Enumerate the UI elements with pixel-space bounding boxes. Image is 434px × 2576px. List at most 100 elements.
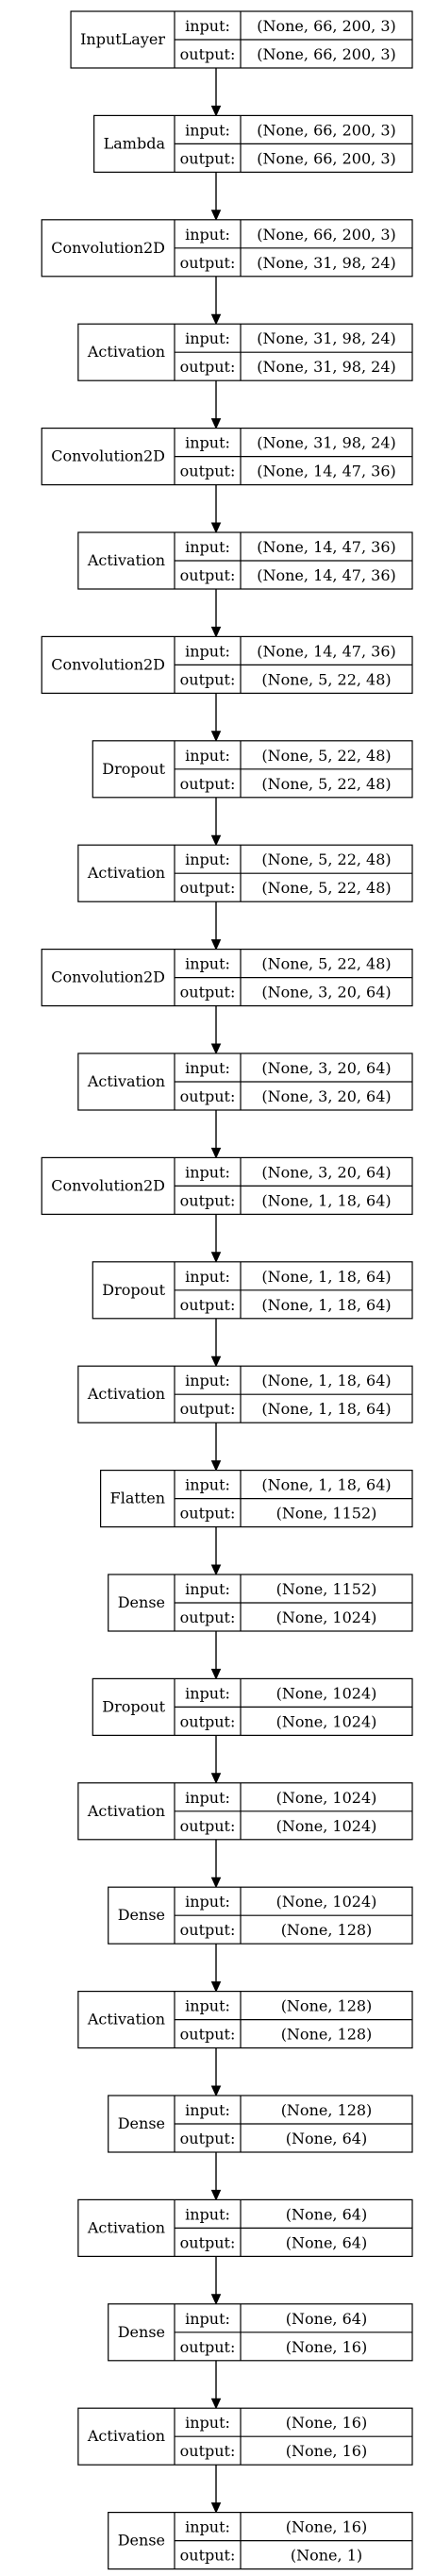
input-shape: (None, 66, 200, 3)	[257, 121, 395, 139]
output-label: output:	[180, 670, 236, 688]
output-label: output:	[180, 1712, 236, 1730]
input-shape: (None, 1, 18, 64)	[261, 1268, 391, 1286]
layer-name: Dense	[118, 2532, 165, 2550]
input-label: input:	[185, 2518, 230, 2536]
edge-arrow	[210, 1214, 222, 1264]
input-label: input:	[185, 1684, 230, 1702]
input-label: input:	[185, 2310, 230, 2328]
input-label: input:	[185, 1163, 230, 1181]
input-shape: (None, 5, 22, 48)	[261, 747, 391, 765]
edge-arrow	[210, 589, 222, 638]
layer-node: Convolution2D input: output: (None, 5, 22, …	[41, 948, 413, 1007]
output-label: output:	[180, 463, 236, 480]
layer-name: Lambda	[104, 134, 166, 152]
edges-group	[210, 68, 222, 2514]
output-shape: (None, 14, 47, 36)	[257, 463, 395, 480]
edge-arrow	[210, 68, 222, 117]
edge-arrow	[210, 693, 222, 743]
layer-name: Dense	[118, 1906, 165, 1924]
output-label: output:	[180, 984, 236, 1002]
input-shape: (None, 5, 22, 48)	[261, 955, 391, 973]
edge-arrow	[210, 2256, 222, 2306]
input-shape: (None, 14, 47, 36)	[257, 642, 395, 660]
input-shape: (None, 1, 18, 64)	[261, 1476, 391, 1494]
input-label: input:	[185, 1059, 230, 1077]
output-label: output:	[180, 1087, 236, 1105]
output-shape: (None, 1, 18, 64)	[261, 1296, 391, 1314]
edge-arrow	[210, 2465, 222, 2514]
edge-arrow	[210, 1110, 222, 1159]
input-label: input:	[185, 121, 230, 139]
layer-name: Dense	[118, 2114, 165, 2132]
input-shape: (None, 3, 20, 64)	[261, 1059, 391, 1077]
edge-arrow	[210, 1005, 222, 1055]
input-label: input:	[185, 955, 230, 973]
arrowhead-icon	[210, 2085, 222, 2097]
output-label: output:	[180, 2233, 236, 2251]
output-label: output:	[180, 2547, 236, 2565]
output-shape: (None, 1024)	[276, 1817, 377, 1835]
output-shape: (None, 1024)	[276, 1608, 377, 1626]
layer-name: Activation	[87, 2427, 165, 2445]
arrowhead-icon	[210, 1877, 222, 1889]
output-shape: (None, 64)	[286, 2233, 367, 2251]
arrowhead-icon	[210, 1668, 222, 1680]
output-shape: (None, 1, 18, 64)	[261, 1400, 391, 1418]
layer-name: Convolution2D	[51, 968, 165, 986]
layer-name: Activation	[87, 551, 165, 569]
input-label: input:	[185, 1580, 230, 1598]
output-label: output:	[180, 1191, 236, 1209]
output-shape: (None, 16)	[286, 2442, 367, 2460]
input-shape: (None, 5, 22, 48)	[261, 850, 391, 868]
input-label: input:	[185, 1893, 230, 1911]
input-shape: (None, 64)	[286, 2205, 367, 2223]
output-shape: (None, 31, 98, 24)	[257, 358, 395, 376]
input-shape: (None, 66, 200, 3)	[257, 226, 395, 244]
input-label: input:	[185, 1268, 230, 1286]
edge-arrow	[210, 380, 222, 429]
arrowhead-icon	[210, 1355, 222, 1368]
input-label: input:	[185, 850, 230, 868]
input-label: input:	[185, 226, 230, 244]
output-label: output:	[180, 1296, 236, 1314]
arrowhead-icon	[210, 2398, 222, 2410]
output-shape: (None, 5, 22, 48)	[261, 670, 391, 688]
edge-arrow	[210, 1944, 222, 1993]
input-label: input:	[185, 1997, 230, 2015]
layer-name: Dense	[118, 2323, 165, 2341]
edge-arrow	[210, 1735, 222, 1785]
output-label: output:	[180, 879, 236, 897]
output-label: output:	[180, 566, 236, 584]
layer-name: Dropout	[102, 1697, 165, 1715]
input-shape: (None, 31, 98, 24)	[257, 329, 395, 347]
output-shape: (None, 66, 200, 3)	[257, 149, 395, 167]
layer-name: Convolution2D	[51, 655, 165, 673]
output-shape: (None, 1152)	[276, 1505, 377, 1523]
output-label: output:	[180, 1921, 236, 1939]
input-shape: (None, 16)	[286, 2518, 367, 2536]
input-shape: (None, 31, 98, 24)	[257, 434, 395, 452]
layer-name: Flatten	[110, 1490, 165, 1507]
input-shape: (None, 1152)	[276, 1580, 377, 1598]
arrowhead-icon	[210, 939, 222, 951]
output-shape: (None, 1024)	[276, 1712, 377, 1730]
output-label: output:	[180, 2442, 236, 2460]
arrowhead-icon	[210, 522, 222, 534]
